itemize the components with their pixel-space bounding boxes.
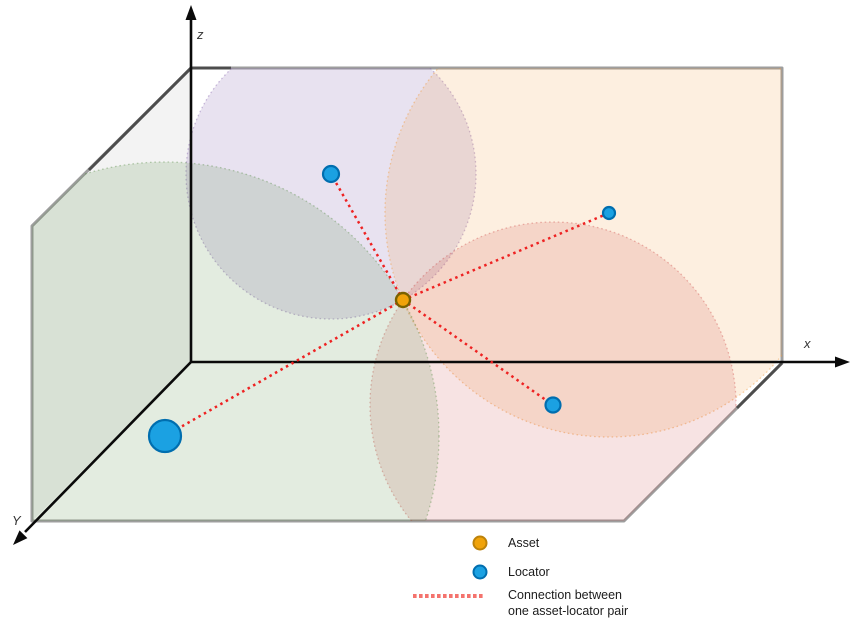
locator-top-dot (321, 164, 341, 184)
range-spheres-layer (32, 68, 782, 521)
legend-asset-label: Asset (508, 536, 540, 550)
y-axis-label: Y (12, 513, 22, 528)
legend-locator-swatch (472, 564, 488, 580)
connection-asset-locator-top (329, 173, 405, 301)
locator-bottom-left-dot (147, 418, 183, 454)
x-axis-arrowhead (835, 356, 850, 368)
locator-right-dot (601, 205, 617, 221)
y-axis-arrowhead (13, 530, 28, 545)
locator-bottom-right-dot (544, 396, 562, 414)
z-axis-arrowhead (185, 5, 197, 20)
legend-connection-label-line-2: one asset-locator pair (508, 604, 628, 618)
legend-locator-label: Locator (508, 565, 550, 579)
room-dark-edge-2 (735, 361, 784, 410)
room-left-wall (33, 68, 191, 520)
legend-asset-swatch (472, 535, 488, 551)
z-axis-label: z (196, 27, 204, 42)
y-axis (24, 361, 192, 533)
legend-connection-label-line-1: Connection between (508, 588, 622, 602)
x-axis-label: x (803, 336, 811, 351)
connection-asset-locator-bottom-left (164, 298, 404, 438)
asset-point (394, 291, 412, 309)
room-outline (30, 66, 784, 523)
room-dark-edge-1 (87, 66, 193, 172)
connection-asset-locator-bottom-right (402, 298, 554, 407)
